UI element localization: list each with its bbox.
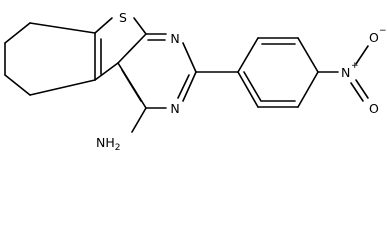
bond — [297, 37, 319, 73]
nitro-oxygen-top-label: O — [369, 30, 379, 45]
thiophene-ring — [94, 17, 147, 81]
bond — [94, 62, 119, 81]
amine-nh: NH — [96, 135, 115, 150]
double-bond-inner — [121, 69, 142, 102]
bond — [94, 17, 113, 34]
n-o-bond — [355, 45, 369, 65]
amine-bond — [131, 107, 147, 133]
double-bond-inner — [243, 71, 262, 102]
n-o-double-bond — [355, 79, 369, 99]
cyclohexane-ring — [4, 22, 96, 96]
amine-label: NH2 — [96, 135, 120, 153]
bond — [117, 33, 147, 64]
amine-subscript: 2 — [115, 143, 121, 153]
bond — [133, 17, 147, 35]
bond — [4, 74, 31, 96]
nitro-group — [350, 45, 369, 102]
nitro-oxygen-bottom-label: O — [369, 101, 379, 116]
bond — [237, 37, 259, 73]
bond — [297, 71, 319, 108]
bond — [29, 22, 96, 34]
nitrogen-1-label: N — [170, 31, 179, 46]
molecule-structure: S N N NH2 N + O − O — [4, 10, 387, 153]
n-o-double-bond-inner — [350, 82, 364, 102]
nitro-oxygen-top-charge: − — [379, 26, 387, 36]
nitrophenyl-ring — [195, 37, 339, 108]
nitro-nitrogen-charge: + — [351, 61, 359, 71]
sulfur-label: S — [119, 10, 127, 25]
pyrimidine-ring — [117, 33, 197, 133]
nitro-nitrogen-label: N — [341, 65, 350, 80]
bond — [29, 79, 96, 96]
bond — [182, 71, 197, 102]
bond — [237, 71, 259, 108]
nitrogen-3-label: N — [170, 101, 179, 116]
bond — [182, 42, 197, 73]
bond — [4, 22, 31, 44]
double-bond-inner — [177, 74, 190, 99]
